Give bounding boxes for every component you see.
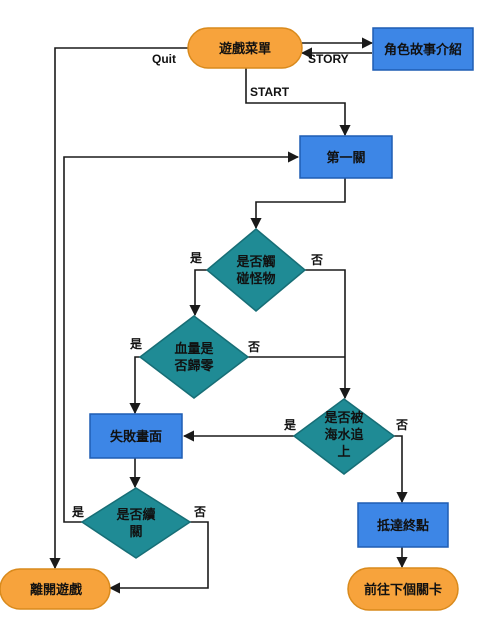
decision-caught-by-sea: 是否被 海水追 上 [292,398,396,475]
decision-caught-line1: 是否被 [323,410,364,426]
node-quit-game-label: 離開遊戲 [30,582,83,598]
edge-hp-yes [129,356,141,415]
connectors [49,37,408,594]
label-caught-no: 否 [395,418,408,432]
node-level-1-label: 第一關 [326,150,365,166]
node-level-1: 第一關 [299,135,393,179]
edge-hit-yes [189,269,207,317]
edge-continue-no [108,521,209,594]
decision-continue-line2: 關 [129,525,142,540]
edge-label-start: START [250,85,290,99]
decision-caught-line3: 上 [337,445,350,460]
label-hp-yes: 是 [129,337,143,351]
edge-caught-no [394,435,408,504]
decision-continue: 是否續 關 [80,487,192,559]
label-continue-yes: 是 [71,505,85,519]
edge-continue-yes [63,151,300,523]
node-reach-end-label: 抵達終點 [377,518,429,534]
decision-hit-monster-line1: 是否觸 [235,254,275,270]
node-character-story: 角色故事介紹 [372,27,474,71]
decision-continue-line1: 是否續 [115,507,155,523]
edge-level1-to-hit [250,177,346,230]
node-next-level-label: 前往下個關卡 [364,582,442,598]
decision-hit-monster-line2: 碰怪物 [236,271,275,287]
edge-hit-no [305,269,351,400]
node-game-menu-label: 遊戲菜單 [219,41,271,57]
label-hit-yes: 是 [189,251,203,265]
edge-label-story: STORY [308,52,349,66]
edge-menu-to-level1 [245,68,351,137]
label-hp-no: 否 [247,340,260,354]
label-hit-no: 否 [310,253,323,267]
label-continue-no: 否 [193,505,206,519]
decision-hp-zero: 血量是 否歸零 [138,315,250,399]
edge-label-quit: Quit [152,52,176,66]
label-caught-yes: 是 [283,418,297,432]
edge-menu-to-quit [49,47,188,570]
node-fail-screen-label: 失敗畫面 [110,429,162,445]
node-character-story-label: 角色故事介紹 [384,42,462,58]
decision-caught-line2: 海水追 [324,427,364,443]
decision-hit-monster: 是否觸 碰怪物 [205,228,307,312]
node-game-menu: 遊戲菜單 [187,27,303,69]
node-fail-screen: 失敗畫面 [89,413,183,459]
decision-hp-zero-line2: 否歸零 [173,358,214,374]
node-quit-game: 離開遊戲 [0,568,111,610]
decision-hp-zero-line1: 血量是 [174,341,214,357]
node-next-level: 前往下個關卡 [347,567,459,611]
node-reach-end: 抵達終點 [357,502,449,548]
